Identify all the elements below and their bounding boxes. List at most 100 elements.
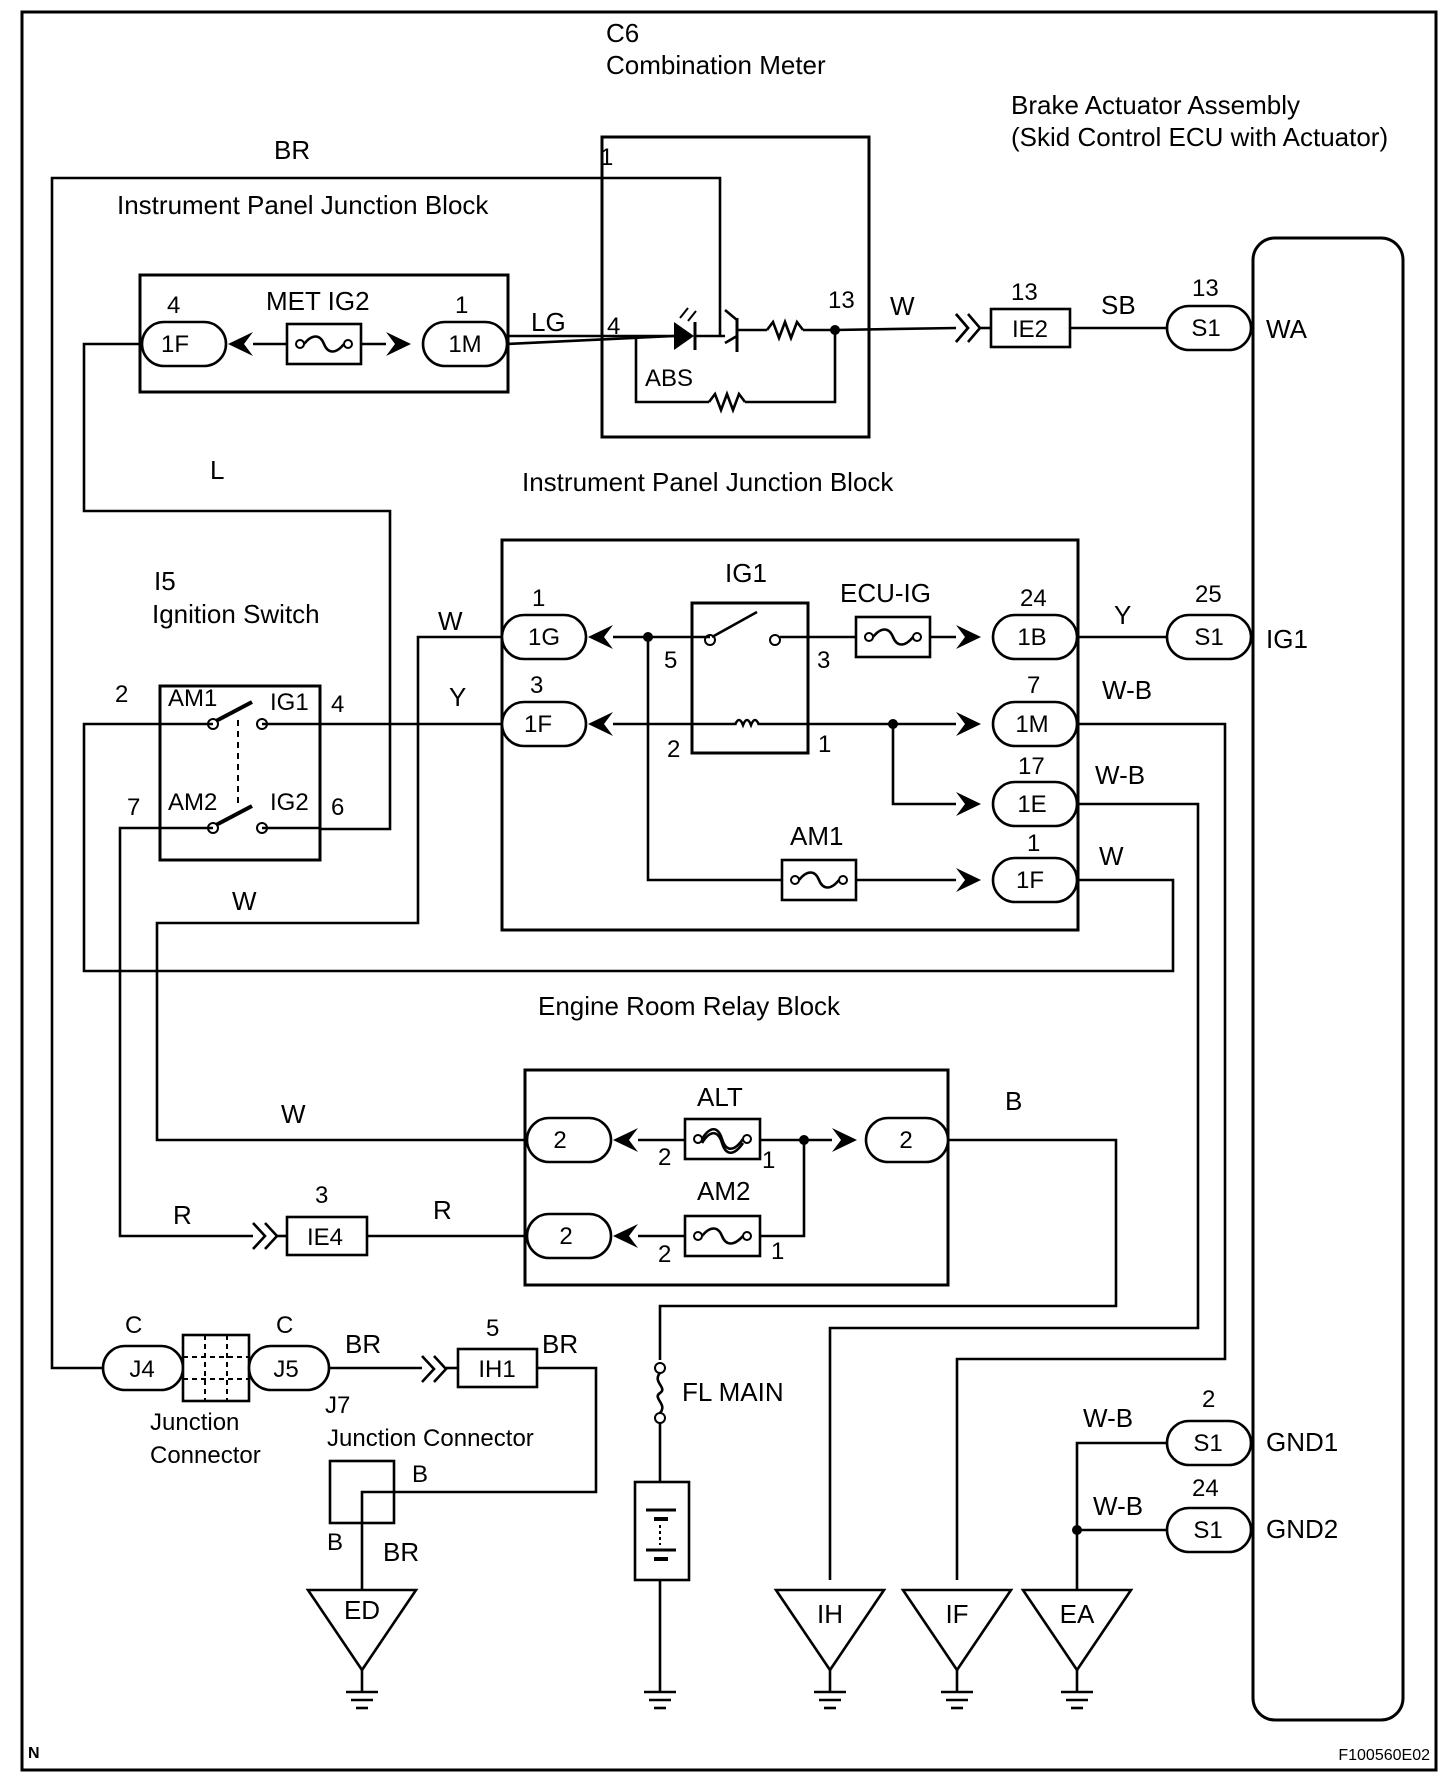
ecu-ig-fuse-icon xyxy=(854,615,932,659)
alt-pin-2: 2 xyxy=(658,1144,671,1171)
conn-1e-label: 1E xyxy=(1017,791,1046,818)
ign-pin-6: 6 xyxy=(331,794,344,821)
ig1-relay-switch-icon xyxy=(704,610,781,646)
engine-conn-2-am2-label: 2 xyxy=(559,1223,572,1250)
conn-1g-pin: 1 xyxy=(532,585,545,612)
fl-main-fuse-icon xyxy=(654,1362,666,1424)
ground-ed: ED xyxy=(305,1588,419,1710)
conn-1b-pin: 24 xyxy=(1020,585,1047,612)
conn-s1-gnd2-pin: 24 xyxy=(1192,1475,1219,1502)
conn-1m-top-label: 1M xyxy=(448,331,481,358)
junction-connector-name-2: Connector xyxy=(150,1442,261,1469)
conn-ie2: IE2 xyxy=(989,307,1072,349)
conn-s1-wa-pin: 13 xyxy=(1192,275,1219,302)
junction-connector-name-1: Junction xyxy=(150,1409,239,1436)
conn-ih1-pin: 5 xyxy=(486,1315,499,1342)
conn-1m-top-pin: 1 xyxy=(455,292,468,319)
conn-s1-gnd1: S1 xyxy=(1165,1419,1253,1467)
wire-w-1f: W xyxy=(1099,841,1124,871)
ipjb-top-box xyxy=(138,273,510,394)
wire-br-j5: BR xyxy=(345,1329,381,1359)
j7-code: J7 xyxy=(325,1392,350,1419)
wire-w-meter: W xyxy=(890,291,915,321)
meter-name: Combination Meter xyxy=(606,50,826,80)
am1-fuse-icon xyxy=(780,858,858,902)
ipjb-mid-title: Instrument Panel Junction Block xyxy=(522,467,894,497)
j7-pin-b-bottom: B xyxy=(327,1529,343,1556)
alt-fuse-icon xyxy=(683,1117,762,1161)
ignition-switch-box xyxy=(158,684,322,862)
engine-conn-2-out: 2 xyxy=(864,1116,950,1164)
ignition-code: I5 xyxy=(154,566,176,596)
engine-conn-2-out-label: 2 xyxy=(899,1127,912,1154)
conn-j5: J5 xyxy=(247,1344,331,1392)
brake-gnd1-label: GND1 xyxy=(1266,1427,1338,1457)
conn-1f-right-label: 1F xyxy=(1016,867,1044,894)
conn-s1-wa: S1 xyxy=(1165,304,1253,352)
conn-1g: 1G xyxy=(500,613,588,661)
wire-l: L xyxy=(210,455,224,485)
ig1-relay-label: IG1 xyxy=(725,558,767,588)
conn-1b-label: 1B xyxy=(1017,624,1046,651)
am2-pin-1: 1 xyxy=(771,1238,784,1265)
alt-fuse-label: ALT xyxy=(697,1082,743,1112)
conn-s1-ig1: S1 xyxy=(1165,613,1253,661)
transistor-icon xyxy=(724,309,739,352)
wire-b-top: B xyxy=(1005,1086,1022,1116)
conn-ie2-label: IE2 xyxy=(1012,316,1048,343)
relay-pin-1: 1 xyxy=(818,731,831,758)
footer-left: N xyxy=(28,1745,40,1762)
wire-wb-1m: W-B xyxy=(1102,675,1152,705)
conn-s1-wa-label: S1 xyxy=(1191,315,1220,342)
wire-paths xyxy=(50,176,1253,1590)
wire-r-left: R xyxy=(173,1200,192,1230)
wire-br-top: BR xyxy=(274,135,310,165)
wire-wb-gnd1: W-B xyxy=(1083,1403,1133,1433)
meter-pin-1: 1 xyxy=(600,144,613,171)
conn-1f-right: 1F xyxy=(991,856,1079,904)
ign-pin-2: 2 xyxy=(115,681,128,708)
ign-am1-label: AM1 xyxy=(168,685,217,712)
ground-ed-label: ED xyxy=(344,1595,380,1625)
brake-gnd2-label: GND2 xyxy=(1266,1514,1338,1544)
wire-sb: SB xyxy=(1101,290,1136,320)
wire-w-alt: W xyxy=(281,1099,306,1129)
conn-1e-arrow-icon xyxy=(956,792,981,816)
wire-y-ign: Y xyxy=(449,682,466,712)
engine-conn-2-alt-arrow-icon xyxy=(613,1128,638,1152)
brake-ig1-label: IG1 xyxy=(1266,624,1308,654)
wire-wb-gnd2: W-B xyxy=(1093,1491,1143,1521)
alt-pin-1: 1 xyxy=(762,1147,775,1174)
conn-ih1-label: IH1 xyxy=(478,1356,515,1383)
conn-1m-top-arrow-icon xyxy=(386,332,411,356)
engine-conn-2-alt-label: 2 xyxy=(553,1127,566,1154)
wire-y-1b: Y xyxy=(1114,600,1131,630)
abs-lamp-label: ABS xyxy=(645,365,693,392)
diagram-frame xyxy=(20,10,1438,1772)
conn-1f-top: 1F xyxy=(140,320,228,368)
meter-resistor-bottom-icon xyxy=(707,390,747,414)
ie4-chevron-icon xyxy=(252,1222,279,1250)
battery-icon xyxy=(633,1480,691,1582)
conn-j4: J4 xyxy=(101,1344,185,1392)
meter-resistor-top-icon xyxy=(765,318,805,342)
brake-actuator-box xyxy=(1251,236,1405,1722)
conn-s1-ig1-pin: 25 xyxy=(1195,581,1222,608)
ig1-relay-box xyxy=(690,601,810,755)
abs-led-icon xyxy=(674,307,697,350)
conn-j5-pin: C xyxy=(276,1312,293,1339)
engine-conn-2-alt: 2 xyxy=(525,1116,613,1164)
conn-1f-top-arrow-icon xyxy=(228,332,253,356)
conn-j4-label: J4 xyxy=(129,1356,154,1383)
conn-1b: 1B xyxy=(991,613,1079,661)
meter-pin-4: 4 xyxy=(607,313,620,340)
brake-title-2: (Skid Control ECU with Actuator) xyxy=(1011,122,1388,152)
ih1-chevron-icon xyxy=(421,1355,448,1383)
ecu-ig-fuse-label: ECU-IG xyxy=(840,578,931,608)
conn-1f-left-arrow-icon xyxy=(588,712,613,736)
junction-connector-body xyxy=(181,1333,251,1403)
conn-j5-label: J5 xyxy=(273,1356,298,1383)
ipjb-mid-box xyxy=(500,538,1080,932)
conn-s1-gnd2: S1 xyxy=(1165,1506,1253,1554)
engine-room-title: Engine Room Relay Block xyxy=(538,991,841,1021)
